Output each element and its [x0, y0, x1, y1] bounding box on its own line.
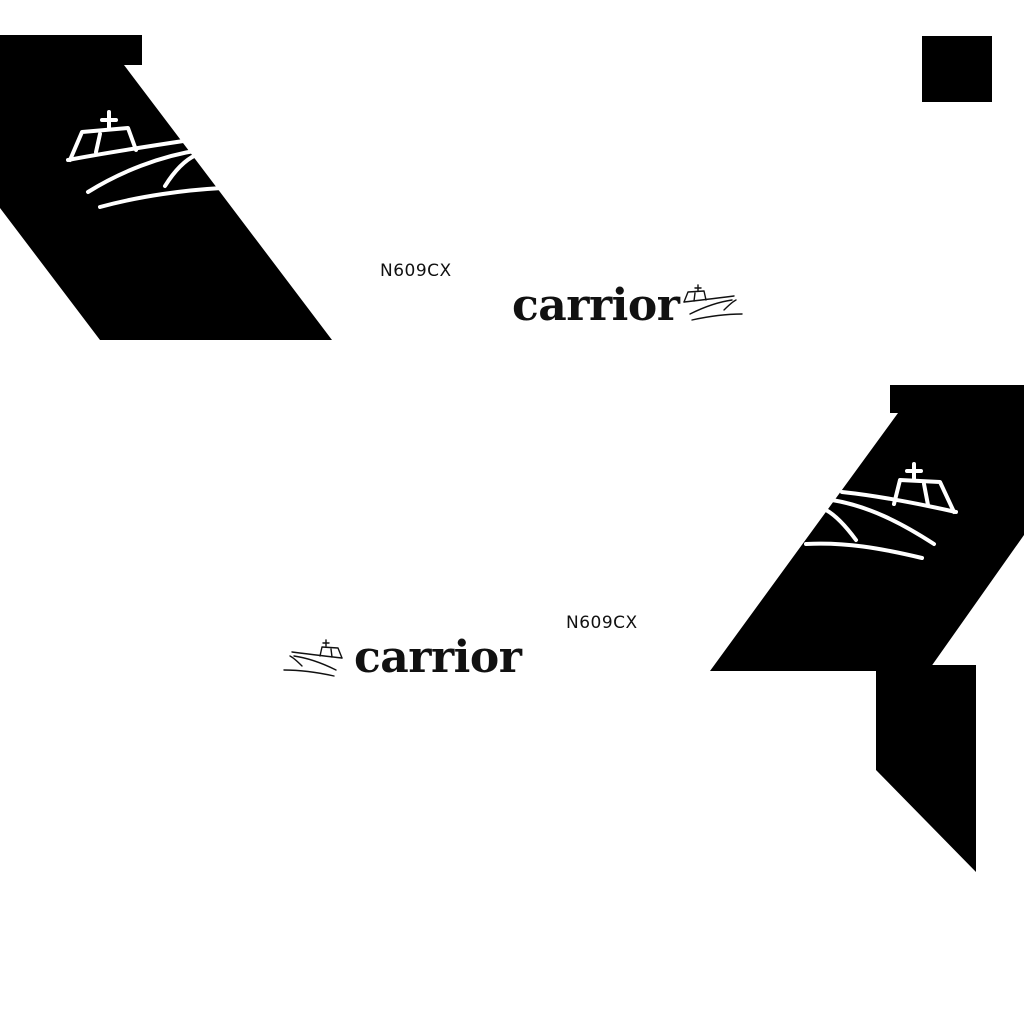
registration-number-top: N609CX — [380, 261, 452, 281]
block-bottom-right — [876, 665, 976, 872]
brand-wordmark-bottom: carrior — [354, 632, 522, 683]
block-top-right — [922, 36, 992, 102]
tail-fin-right — [710, 385, 1024, 671]
registration-number-bottom: N609CX — [566, 613, 638, 633]
aircraft-carrier-icon — [283, 639, 343, 677]
carrier-emblem-top-tail — [66, 110, 224, 209]
carrier-emblem-right-tail — [804, 462, 958, 560]
brand-wordmark-top: carrior — [512, 280, 680, 331]
aircraft-carrier-icon — [683, 284, 743, 321]
